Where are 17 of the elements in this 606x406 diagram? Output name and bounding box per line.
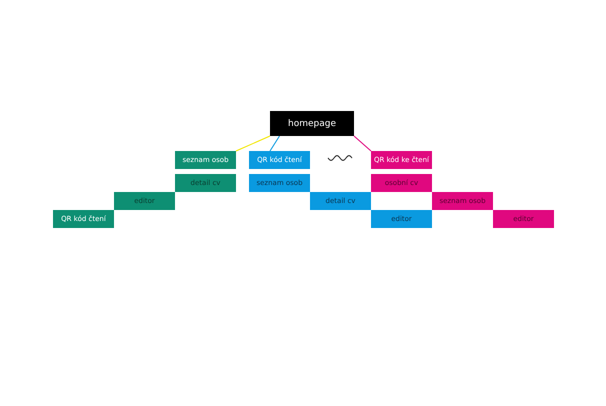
- page-box: [53, 210, 114, 228]
- page-box: [249, 151, 310, 169]
- page-label: homepage: [288, 118, 336, 128]
- page-box: [371, 151, 432, 169]
- page-box: [432, 192, 493, 210]
- page-box: [310, 192, 371, 210]
- page-box: [270, 111, 354, 136]
- page-box: [249, 174, 310, 192]
- connector-line: [270, 136, 280, 152]
- page-box: [493, 210, 554, 228]
- connector-line: [236, 136, 270, 152]
- connector-line: [354, 136, 372, 152]
- page-box: [114, 192, 175, 210]
- page-box: [175, 174, 236, 192]
- page-box: [371, 210, 432, 228]
- page-box: [371, 174, 432, 192]
- page-box: [175, 151, 236, 169]
